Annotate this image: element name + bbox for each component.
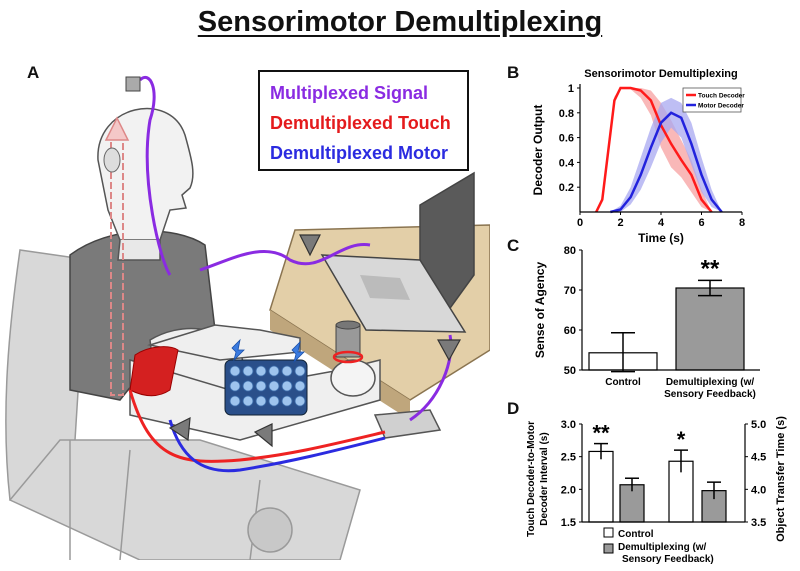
legend-label-0: Touch Decoder	[698, 93, 745, 100]
y-tick-label: 80	[564, 245, 576, 257]
y-tick-label: 70	[564, 285, 576, 297]
y-tick-label: 0.8	[559, 108, 574, 120]
legend-multiplexed: Multiplexed Signal	[270, 83, 429, 103]
left-y-tick-label: 3.0	[561, 419, 576, 431]
y-tick-label: 0.2	[559, 182, 574, 194]
x-tick-label: 6	[698, 217, 704, 229]
category-label-0: Control	[605, 377, 641, 388]
x-tick-label: 8	[739, 217, 745, 229]
panel-d-label: D	[507, 399, 520, 418]
legend-label-1: Motor Decoder	[698, 103, 744, 110]
legend-label-1: Demultiplexing (w/	[618, 542, 707, 553]
panel-b-label: B	[507, 63, 520, 82]
decoder-output-chart: Sensorimotor Demultiplexing 0 2 4 6 8 0.2 0.4 0.…	[531, 68, 745, 245]
x-tick-label: 4	[658, 217, 665, 229]
y-tick-label: 0.6	[559, 133, 574, 145]
y-axis-label: Decoder Output	[531, 105, 545, 196]
legend-touch: Demultiplexed Touch	[270, 113, 451, 133]
sensory-cuff	[129, 346, 179, 397]
flow-arrows	[168, 234, 462, 448]
left-y-tick-label: 2.0	[561, 484, 576, 496]
panel-c-label: C	[507, 236, 520, 255]
series-line-1	[610, 111, 723, 214]
left-y-axis-label: Touch Decoder-to-Motor	[526, 421, 537, 537]
category-label-1b: Sensory Feedback)	[664, 389, 756, 400]
legend-swatch-0	[603, 527, 614, 538]
spinal-signal-arrow	[104, 116, 130, 396]
x-tick-label: 0	[577, 217, 583, 229]
y-tick-label: 1	[568, 83, 574, 95]
legend-label-0: Control	[618, 529, 654, 540]
legend-swatch-1	[603, 543, 614, 554]
y-tick-label: 60	[564, 325, 576, 337]
signal-legend: Multiplexed Signal Demultiplexed Touch D…	[258, 70, 469, 171]
x-tick-label: 2	[617, 217, 623, 229]
x-axis-label: Time (s)	[638, 231, 684, 245]
chart-b-title: Sensorimotor Demultiplexing	[584, 68, 737, 80]
y-tick-label: 0.4	[559, 157, 575, 169]
cup	[332, 320, 364, 364]
significance-marker-0: **	[592, 421, 610, 446]
bar-0-0	[588, 450, 614, 523]
legend-motor: Demultiplexed Motor	[270, 143, 449, 163]
category-label-1: Demultiplexing (w/	[666, 377, 755, 388]
subject-illustration	[5, 76, 490, 560]
left-y-tick-label: 1.5	[561, 517, 576, 529]
right-y-tick-label: 4.5	[751, 452, 766, 464]
bar-1	[675, 287, 745, 371]
figure-title: Sensorimotor Demultiplexing	[197, 6, 603, 38]
laptop	[320, 171, 475, 333]
legend-frame	[682, 87, 742, 113]
significance-marker-1: *	[677, 427, 686, 452]
right-y-tick-label: 3.5	[751, 517, 766, 529]
y-tick-label: 50	[564, 365, 576, 377]
wheelchair	[5, 249, 361, 560]
ear	[103, 147, 121, 173]
right-y-tick-label: 4.0	[751, 484, 766, 496]
series-band-0	[596, 88, 712, 212]
series-band-1	[610, 97, 722, 212]
significance-marker: **	[701, 255, 720, 282]
series-line-0	[595, 86, 713, 213]
left-y-axis-label-2: Decoder Interval (s)	[539, 432, 550, 525]
panel-a-label: A	[27, 63, 40, 82]
legend-label-1b: Sensory Feedback)	[622, 554, 714, 565]
right-y-axis-label: Object Transfer Time (s)	[775, 416, 787, 542]
left-y-tick-label: 2.5	[561, 452, 576, 464]
y-axis-label: Sense of Agency	[533, 262, 547, 359]
right-y-tick-label: 5.0	[751, 419, 766, 431]
implant-connector	[125, 76, 141, 92]
electrode-sleeve	[224, 359, 308, 416]
nerve-stimulation-icons	[231, 338, 305, 364]
control-box	[373, 409, 442, 439]
